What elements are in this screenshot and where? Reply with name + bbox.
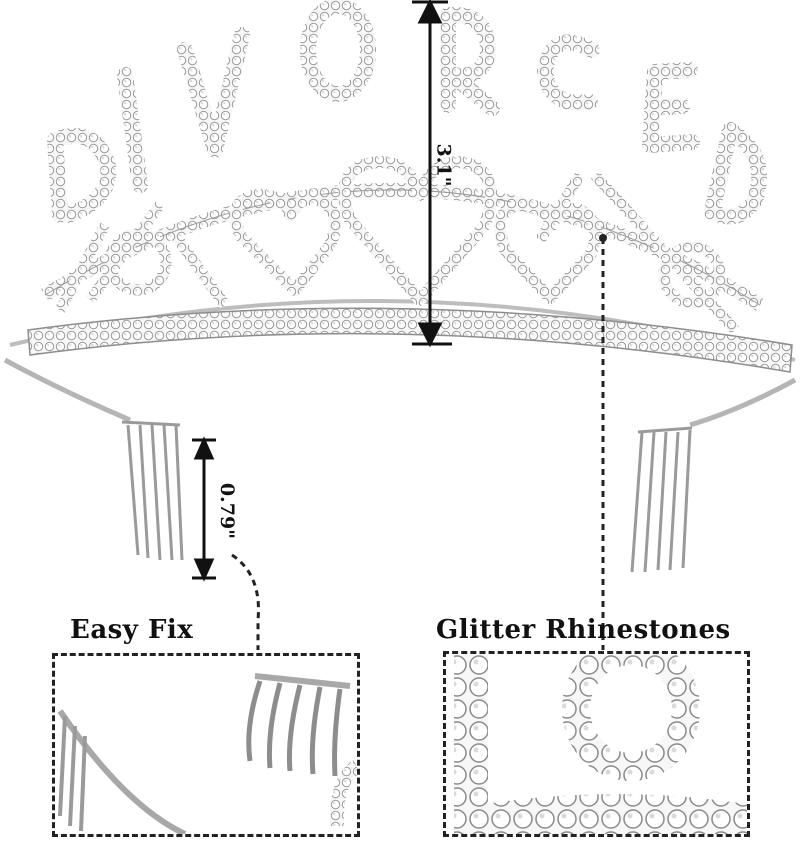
comb-value: 0.79": [216, 482, 239, 540]
tiara-letters: [47, 0, 768, 225]
comb-dimension-label: 0.79": [205, 470, 249, 550]
glitter-inset: [443, 651, 750, 837]
right-comb: [630, 426, 693, 573]
height-value: 3.1": [432, 143, 455, 187]
glitter-caption: Glitter Rhinestones: [436, 615, 731, 645]
left-comb: [121, 420, 184, 561]
comb-dimension-arrow: [192, 436, 216, 582]
comb-closeup-image: [57, 673, 357, 834]
leader-lines: [231, 238, 605, 650]
height-dimension-label: 3.1": [426, 130, 470, 200]
easy-fix-caption: Easy Fix: [70, 615, 194, 645]
easy-fix-inset: [52, 653, 360, 837]
rhinestone-closeup-image: [454, 654, 747, 834]
height-dimension-arrow: [412, 0, 452, 348]
leader-dot: [599, 234, 607, 242]
tiara-swirls: [55, 171, 740, 334]
